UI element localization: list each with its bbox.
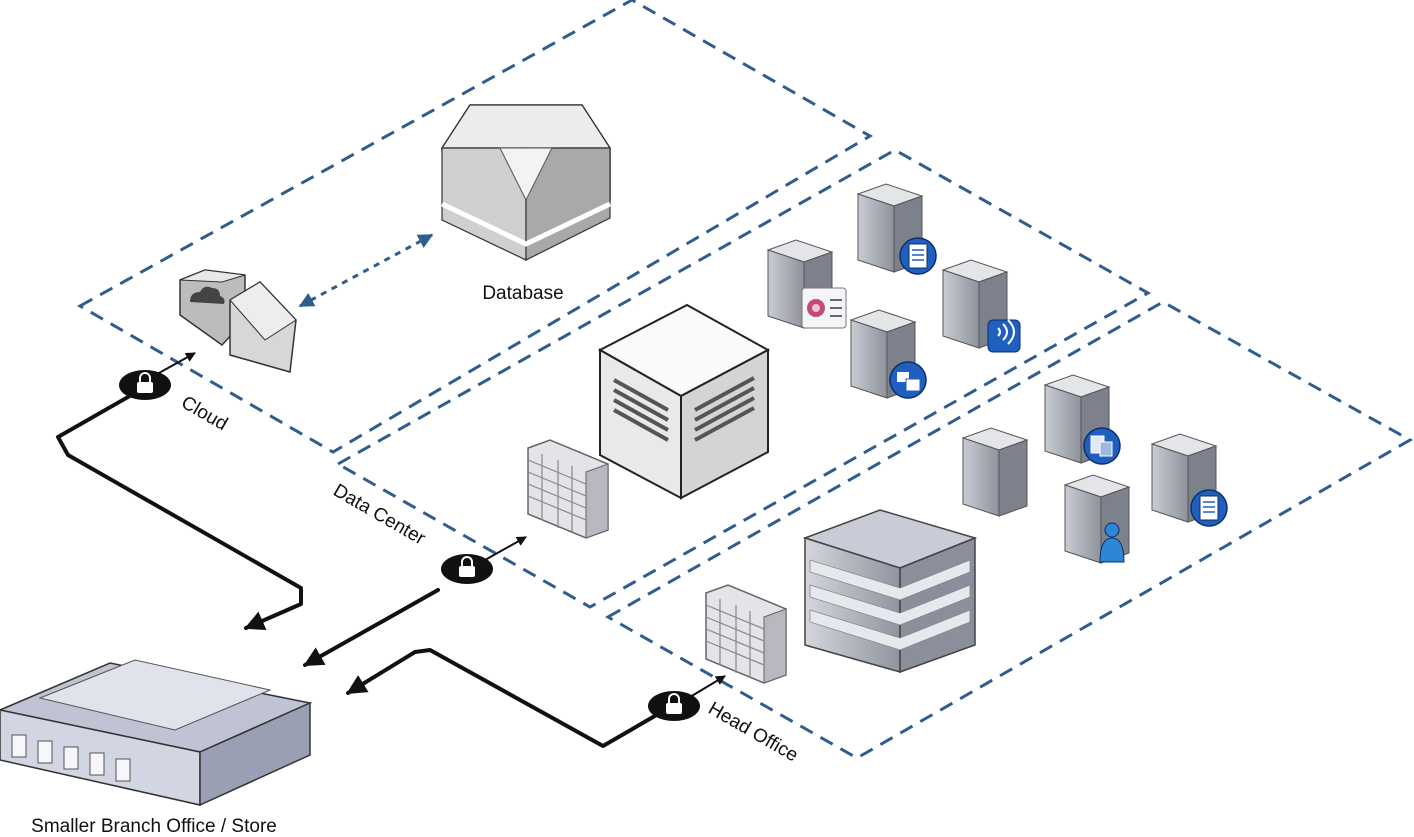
devices-badge-icon bbox=[1083, 427, 1121, 465]
branch-label: Smaller Branch Office / Store bbox=[31, 816, 277, 837]
branch-store-icon bbox=[0, 659, 313, 807]
data-center-zone bbox=[334, 148, 1152, 609]
wireless-badge-icon bbox=[987, 319, 1021, 353]
server-icon bbox=[1150, 433, 1218, 523]
data-center-connection bbox=[303, 588, 440, 667]
firewall-icon bbox=[527, 439, 609, 539]
app-config-badge-icon bbox=[801, 287, 847, 329]
document-badge-icon bbox=[1190, 489, 1228, 527]
lock-icon bbox=[648, 691, 700, 721]
data-center-label: Data Center bbox=[330, 480, 430, 550]
server-icon bbox=[961, 427, 1029, 517]
cloud-connection bbox=[56, 391, 303, 630]
server-icon bbox=[1043, 374, 1111, 464]
cloud-label: Cloud bbox=[178, 392, 232, 435]
datacenter-cube-icon bbox=[597, 303, 771, 500]
cloud-gateway-icon bbox=[179, 269, 297, 373]
data-center-link-tail bbox=[484, 536, 527, 561]
head-office-connection bbox=[346, 648, 662, 748]
office-building-icon bbox=[802, 509, 978, 674]
firewall-icon bbox=[705, 584, 787, 684]
head-office-link-tail bbox=[689, 675, 726, 698]
database-link bbox=[298, 233, 434, 308]
database-icon bbox=[440, 104, 612, 261]
head-office-label: Head Office bbox=[705, 698, 802, 766]
database-label: Database bbox=[482, 283, 563, 304]
lock-icon bbox=[441, 554, 493, 584]
remote-desktop-badge-icon bbox=[889, 361, 927, 399]
cloud-zone bbox=[76, 0, 873, 454]
user-badge-icon bbox=[1099, 522, 1125, 563]
lock-icon bbox=[119, 370, 171, 400]
document-badge-icon bbox=[899, 237, 937, 275]
head-office-zone bbox=[604, 300, 1414, 760]
